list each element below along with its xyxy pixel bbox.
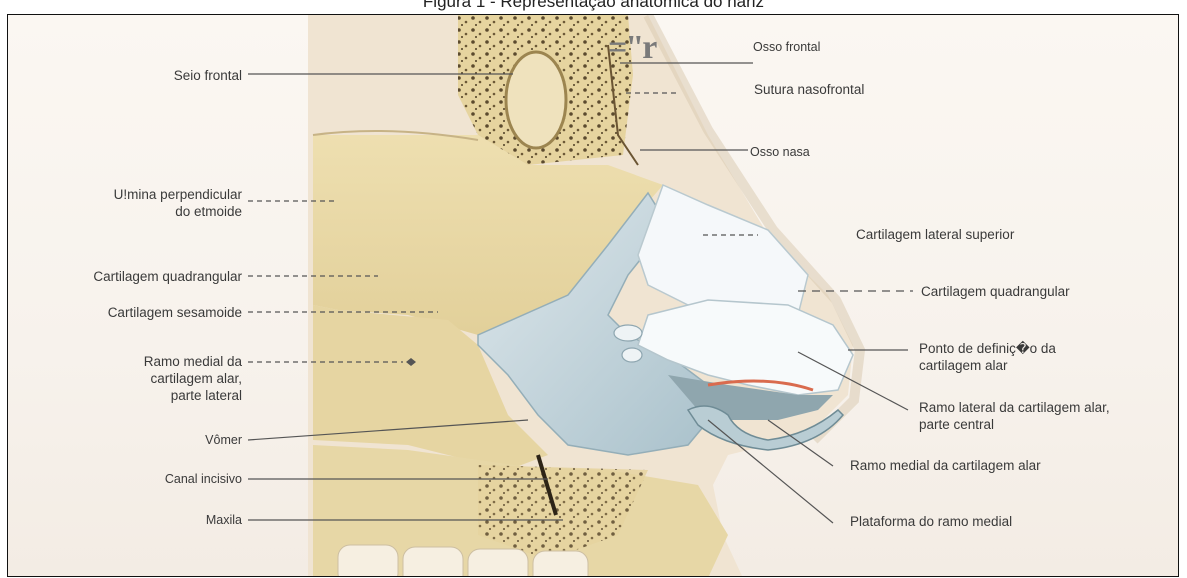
anatomy-figure: ="r Seio frontal U!mina perpendicular do…	[7, 14, 1179, 577]
label-ramo-lateral-line1: Ramo lateral da cartilagem alar,	[919, 399, 1110, 416]
label-ramo-medial-line3: parte lateral	[171, 387, 242, 404]
label-seio-frontal: Seio frontal	[174, 67, 242, 84]
label-osso-nasal: Osso nasa	[750, 144, 810, 161]
figure-caption: Figura 1 - Representação anatômica do na…	[0, 0, 1187, 12]
label-plataforma-ramo-medial: Plataforma do ramo medial	[850, 513, 1012, 530]
label-sutura-nasofrontal: Sutura nasofrontal	[754, 81, 864, 98]
label-ramo-medial-line2: cartilagem alar,	[150, 370, 242, 387]
label-osso-frontal: Osso frontal	[753, 39, 820, 56]
stamp-glyph: ="r	[608, 29, 655, 67]
label-maxila: Maxila	[206, 512, 242, 529]
label-ramo-medial-line1: Ramo medial da	[144, 353, 242, 370]
label-lamina-line2: do etmoide	[175, 203, 242, 220]
label-lamina-line1: U!mina perpendicular	[114, 186, 242, 203]
label-ramo-lateral-line2: parte central	[919, 416, 994, 433]
label-ponto-definicao-line1: Ponto de definiç�o da	[919, 340, 1056, 357]
label-cartilagem-quadrangular-right: Cartilagem quadrangular	[921, 283, 1070, 300]
label-ponto-definicao-line2: cartilagem alar	[919, 357, 1008, 374]
label-canal-incisivo: Canal incisivo	[165, 471, 242, 488]
label-cartilagem-quadrangular-left: Cartilagem quadrangular	[93, 268, 242, 285]
label-ramo-medial-alar: Ramo medial da cartilagem alar	[850, 457, 1041, 474]
label-vomer: Vômer	[205, 432, 242, 449]
label-cartilagem-sesamoide: Cartilagem sesamoide	[108, 304, 242, 321]
label-cartilagem-lateral-superior: Cartilagem lateral superior	[856, 226, 1014, 243]
